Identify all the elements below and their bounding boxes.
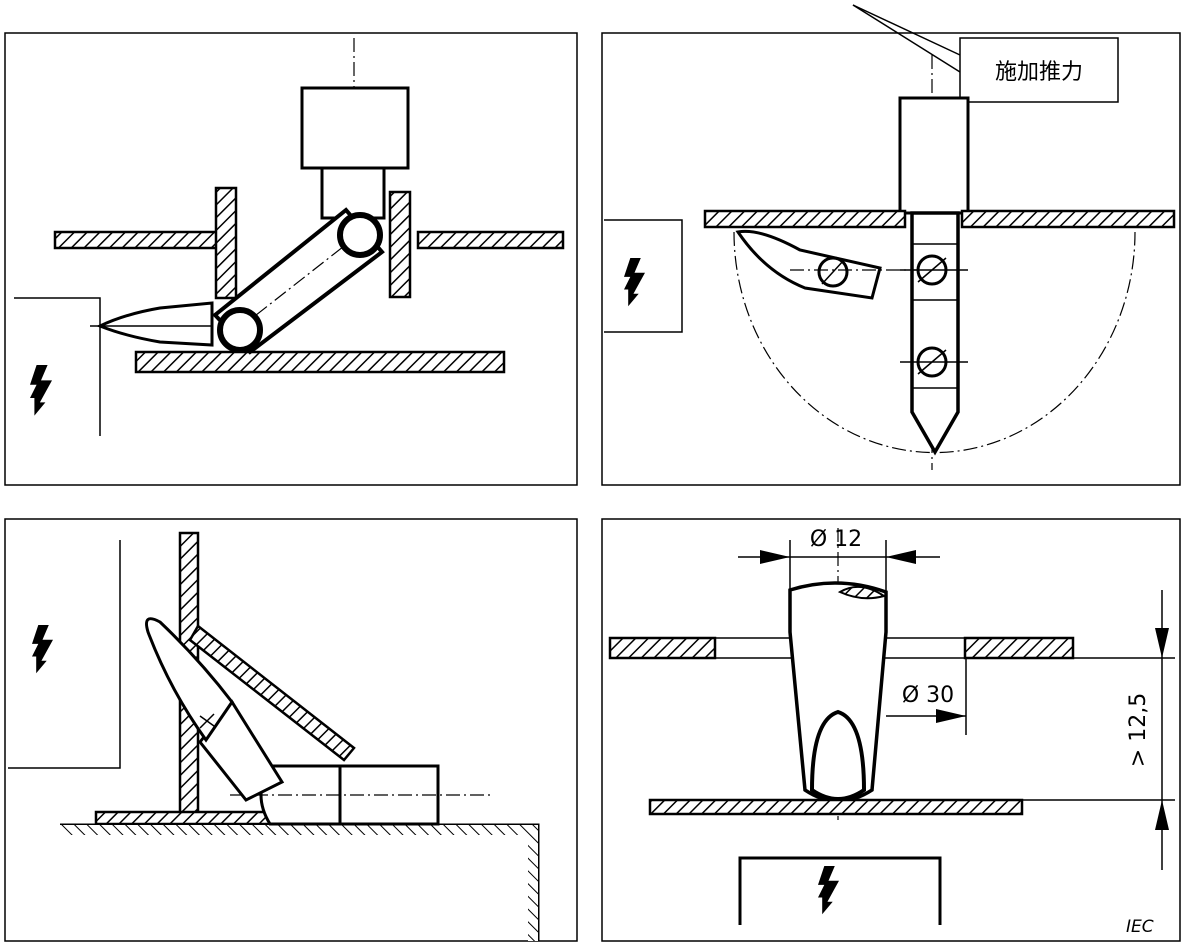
iec-mark: IEC [1126,917,1154,937]
finger-joint-upper [337,212,383,258]
finger-top-block [300,86,410,170]
enclosure-plate-right [960,209,1176,229]
opening-wall-left [214,186,238,300]
ground-hatch [60,825,538,835]
callout-text: 施加推力 [995,60,1083,85]
live-part-outline [738,856,942,925]
enclosure-plate-left [703,209,907,229]
dimension-distance: > 12,5 [1126,693,1151,767]
finger-tip-inner [809,709,867,801]
swing-arc [733,231,1136,454]
enclosure-plate-left [608,636,717,660]
segment-axis [236,231,363,331]
opening-wall-right [388,190,412,299]
finger-tip [145,617,234,743]
panel-frame [601,32,1181,486]
enclosure-plate-left [53,230,225,250]
panel-bottom-right: Ø 12 Ø 30 > 12,5 IEC [601,518,1181,942]
panel-bottom-left [4,518,578,942]
ground-hatch-side [528,835,538,941]
arrowhead [1155,628,1169,658]
live-part-outline [604,219,683,333]
finger-vertical [910,211,960,456]
joint-mark [199,713,215,729]
inner-plate [648,798,1024,816]
live-part-outline [8,540,121,769]
finger-section [837,585,887,600]
finger-neck [320,166,386,220]
finger-top-block [898,96,970,215]
arrowhead [1155,800,1169,830]
arrowhead [760,550,790,564]
dimension-diameter-top: Ø 12 [810,527,862,552]
panel-top-right: 施加推力 [601,4,1181,486]
live-part-outline [14,297,101,436]
barrier-slope [188,624,356,762]
finger-joint-lower [217,307,263,353]
callout-leader [852,4,961,73]
panel-frame [4,518,578,942]
callout-leader [852,4,961,56]
callout-box [959,37,1119,103]
joint-mark [821,259,845,285]
dimension-diameter-hole: Ø 30 [902,683,954,708]
arrowhead [886,550,916,564]
enclosure-plate-right [963,636,1075,660]
panel-frame [601,518,1181,942]
panel-top-left [4,32,578,486]
enclosure-plate-right [416,230,565,250]
inner-plate [134,350,506,374]
arrowhead [936,709,966,723]
